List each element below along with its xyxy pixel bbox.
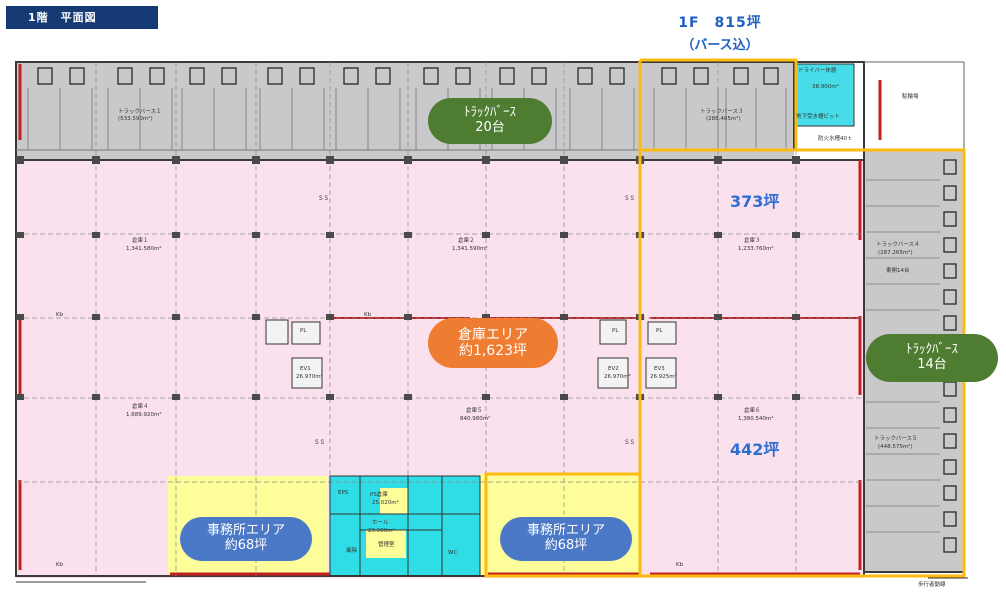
core-partitions [329, 475, 481, 577]
wh3-area: 1,233.760m² [738, 245, 774, 252]
berth1-label: トラックバース１ [118, 108, 161, 115]
truck-berth-top-zone [16, 62, 794, 160]
wh6-label: 倉庫６ [744, 406, 761, 414]
wh1-area: 1,341.580m² [126, 245, 162, 252]
ps-label: PS倉庫 [370, 490, 388, 498]
highlight-outline [484, 58, 966, 578]
wh4-label: 倉庫４ [132, 402, 149, 410]
upper-section-area: 373坪 [730, 192, 780, 211]
warehouse-title: 倉庫エリア [458, 326, 528, 343]
floor-total-title: 1F 815坪 [678, 15, 762, 31]
kb-label-3: Kb [56, 562, 64, 568]
ss-label-1: ＳＳ [318, 195, 329, 202]
warehouse-callout: 倉庫エリア 約1,623坪 [428, 318, 558, 368]
ev2-label: EV2 [608, 366, 619, 372]
wh5-area: 840.980m² [460, 415, 490, 422]
truck-berth-top-count: 20台 [475, 120, 505, 135]
office-right-title: 事務所エリア [526, 523, 605, 539]
office-left-callout: 事務所エリア 約68坪 [180, 517, 312, 561]
vertical-transport [265, 319, 677, 389]
berth5-label: トラックバース５ [874, 435, 917, 442]
ev3-label: EV3 [654, 366, 665, 372]
driver-rest-room [793, 63, 855, 127]
lower-section-area: 442坪 [730, 440, 780, 459]
bike-label: 駐輪場 [902, 92, 919, 100]
berth4-area: (287.265m²) [878, 249, 913, 256]
floor-tag: 1階 平面図 [6, 6, 158, 29]
ss-label-2: ＳＳ [624, 195, 635, 202]
ev2-area: 26.970m² [604, 373, 631, 380]
tank-label: 防火水槽40ｔ [818, 134, 853, 142]
kb-label-4: Kb [676, 562, 684, 568]
berth4-label: トラックバース４ [876, 241, 919, 248]
wh4-area: 1,689.920m² [126, 411, 162, 418]
truck-berth-east-callout: ﾄﾗｯｸﾊﾞｰｽ 14台 [866, 334, 998, 382]
kb-label-2: Kb [364, 312, 372, 318]
mgmt-label: 管理室 [378, 540, 395, 548]
wc-label: WC [448, 550, 457, 556]
office-left-title: 事務所エリア [206, 523, 285, 539]
office-right-callout: 事務所エリア 約68坪 [500, 517, 632, 561]
truck-berth-east-count: 14台 [917, 357, 947, 372]
eps-label: EPS [338, 490, 349, 496]
wind-label: 風除 [346, 546, 358, 554]
ps-area: 25.020m² [372, 499, 399, 506]
kb-label-1: Kb [56, 312, 64, 318]
wh5-label: 倉庫５ [466, 406, 483, 414]
truck-berth-east-title: ﾄﾗｯｸﾊﾞｰｽ [906, 342, 958, 358]
berth3-area: (288.465m²) [706, 115, 741, 122]
truck-berth-top-callout: ﾄﾗｯｸﾊﾞｰｽ 20台 [428, 98, 552, 144]
ev3-area: 26.925m² [650, 373, 677, 380]
berth3-label: トラックバース３ [700, 108, 743, 115]
driver-rest-label: ドライバー休憩 [798, 66, 837, 74]
management-room [366, 530, 406, 558]
wh2-area: 1,341.590m² [452, 245, 488, 252]
pl-label-1: PL [300, 328, 307, 334]
berth5-area: (448.575m²) [878, 443, 913, 450]
berth1-area: (533.590m²) [118, 115, 153, 122]
corridor-label: 歩行者動線 [918, 580, 946, 588]
truck-berth-top-title: ﾄﾗｯｸﾊﾞｰｽ [464, 105, 516, 121]
hall-area: 29.600m² [368, 527, 395, 534]
ev1-area: 26.970m² [296, 373, 323, 380]
pl-label-3: PL [656, 328, 663, 334]
warehouse-area: 約1,623坪 [458, 343, 528, 359]
driver-rest-area: 38.900m² [812, 83, 839, 90]
ev1-label: EV1 [300, 366, 311, 372]
pl-label-2: PL [612, 328, 619, 334]
wh6-area: 1,380.540m² [738, 415, 774, 422]
plan-small-labels: トラックバース１ (533.590m²) トラックバース３ (288.465m²… [56, 66, 946, 588]
berth4-count: 東側14台 [886, 266, 910, 274]
ps-store-room [380, 488, 408, 514]
office-right-area: 約68坪 [544, 538, 588, 553]
wh2-label: 倉庫２ [458, 236, 475, 244]
ss-label-4: ＳＳ [624, 439, 635, 446]
truck-bays-east [866, 179, 940, 533]
dock-doors-east [943, 159, 957, 553]
hall-label: ホール [372, 519, 389, 526]
office-left-area: 約68坪 [224, 538, 268, 553]
floor-total-subtitle: （バース込） [681, 38, 759, 53]
wh3-label: 倉庫３ [744, 236, 761, 244]
ss-label-3: ＳＳ [314, 439, 325, 446]
pit-label: 地下受水槽ピット [796, 112, 840, 120]
wh1-label: 倉庫１ [132, 236, 149, 244]
dock-doors-top [37, 67, 779, 85]
